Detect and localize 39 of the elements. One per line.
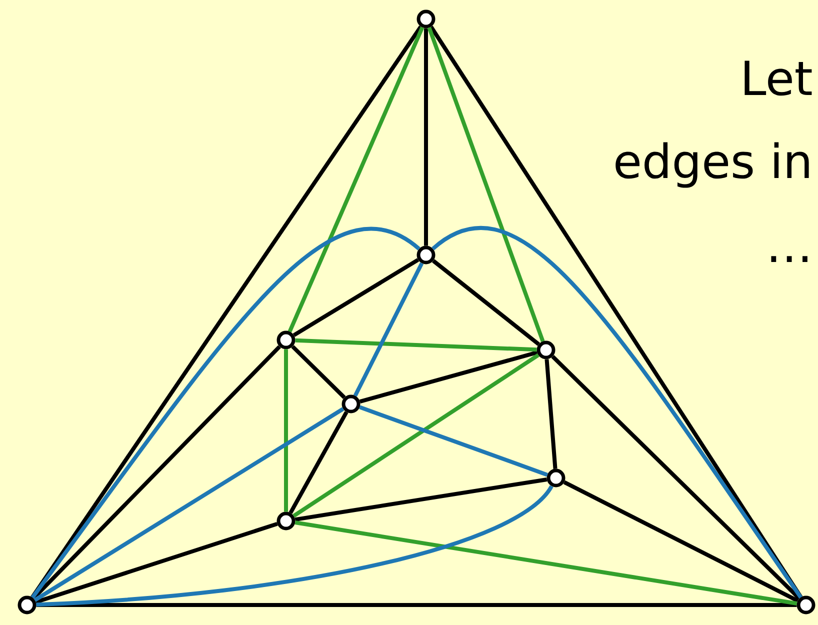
- graph-edge: [432, 226, 802, 599]
- graph-edge: [432, 259, 540, 346]
- graph-edge: [288, 411, 348, 514]
- vertex-circle: [416, 246, 436, 264]
- vertex-circle: [342, 394, 360, 414]
- graph-edge: [294, 520, 798, 606]
- vertex-circle: [276, 330, 296, 350]
- graph-edge: [544, 359, 558, 469]
- graph-edge: [36, 603, 797, 607]
- vertex-circle: [536, 340, 556, 360]
- graph-edge: [429, 26, 803, 598]
- graph-edge: [551, 355, 801, 600]
- graph-edge: [34, 407, 344, 602]
- graph-edge: [32, 345, 281, 600]
- vertex-circle: [546, 468, 566, 488]
- graph-edge: [292, 258, 420, 337]
- graph-edge: [288, 26, 424, 332]
- text-line: Let: [744, 60, 812, 96]
- text-line: …: [771, 256, 808, 262]
- vertex-circle: [796, 596, 816, 614]
- graph-edge: [295, 338, 537, 352]
- graph-edge: [353, 262, 424, 397]
- graph-edge: [284, 349, 288, 512]
- graph-edge: [294, 477, 548, 522]
- graph-edge: [292, 353, 540, 518]
- graph-edge: [359, 405, 548, 477]
- graph-edge: [563, 480, 799, 603]
- vertex-circle: [416, 10, 436, 28]
- text-line: edges in: [616, 142, 809, 188]
- graph-edge: [424, 28, 428, 246]
- vertex-circle: [18, 596, 36, 614]
- graph-edge: [291, 345, 346, 399]
- graph-edge: [359, 350, 538, 404]
- vertex-circle: [276, 512, 296, 530]
- graph-edge: [36, 484, 554, 607]
- graph-edge: [35, 522, 278, 604]
- graph-edge: [30, 227, 420, 599]
- graph-edge: [30, 26, 422, 598]
- graph-edge: [427, 27, 545, 342]
